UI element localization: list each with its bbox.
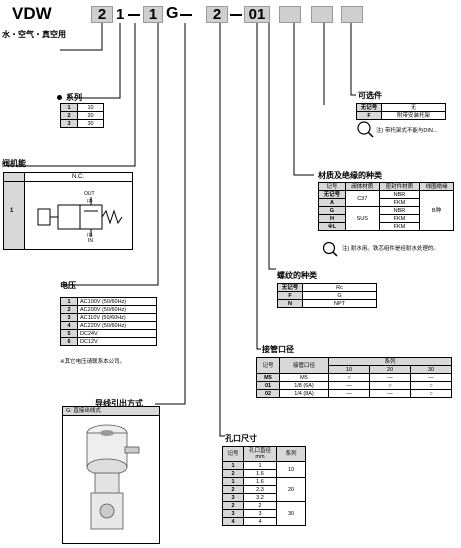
valve-function-table: 1 N.C. OUT (2) (1) IN [3, 172, 133, 250]
magnifier-icon [357, 121, 374, 138]
svg-text:(1): (1) [87, 232, 93, 237]
wire-entry-panel: G: 直接出线式 [62, 406, 160, 544]
code-box-material [311, 6, 333, 23]
material-note: 注) 耐水用。铁芯组件是经耐水处理的。 [342, 246, 439, 252]
series-bullet [57, 95, 62, 100]
solenoid-valve-icon [86, 424, 140, 530]
code-valve-function: 1 [116, 5, 125, 23]
option-title: 可选件 [358, 91, 382, 100]
wire-entry-title: 导线引出方式 [95, 399, 143, 408]
code-box-port: 01 [244, 6, 270, 23]
code-box-voltage: 1 [143, 6, 163, 23]
code-dash-2 [180, 14, 192, 16]
svg-text:(2): (2) [87, 198, 93, 203]
code-dash-1 [128, 14, 140, 16]
thread-title: 螺纹的种类 [277, 271, 317, 280]
orifice-title: 孔口尺寸 [225, 434, 257, 443]
model-prefix: VDW [12, 4, 52, 23]
code-dash-3 [230, 14, 242, 16]
code-box-thread [279, 6, 301, 23]
symbol-out-label: OUT [84, 191, 95, 197]
valve-symbol-icon: OUT (2) (1) IN [37, 191, 123, 243]
magnifier-icon [322, 241, 338, 257]
voltage-title: 电压 [60, 281, 76, 290]
valve-function-title: 阀机能 [2, 159, 26, 168]
voltage-note: ※其它电压请联系本公司。 [60, 359, 126, 365]
subtitle: 水・空气・真空用 [2, 30, 66, 39]
wire-entry-caption: G: 直接出线式 [63, 407, 159, 416]
option-note: 注) 带托架式不能与DIN... [376, 128, 438, 134]
code-box-orifice: 2 [206, 6, 228, 23]
material-title: 材质及绝缘的种类 [318, 171, 382, 180]
port-title: 接管口径 [262, 345, 294, 354]
series-title: 系列 [66, 93, 82, 102]
code-box-option [341, 6, 363, 23]
code-box-series: 2 [91, 6, 113, 23]
code-wire-entry: G [166, 5, 179, 22]
symbol-in-label: IN [88, 238, 93, 243]
